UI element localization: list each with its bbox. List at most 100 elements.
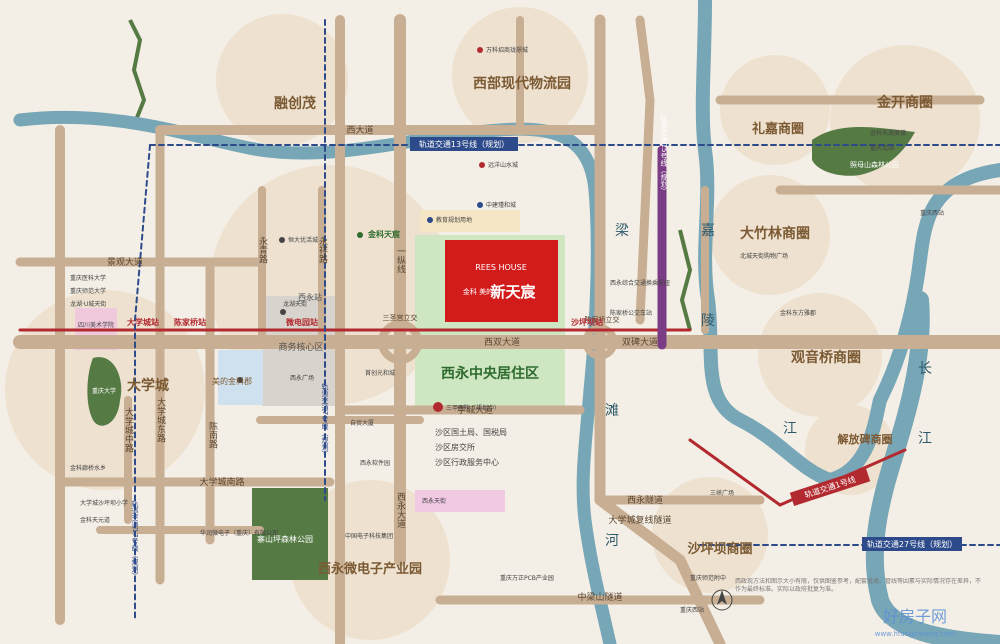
river-jialing xyxy=(695,0,1000,488)
poi-label: 三甲医院（规划中） xyxy=(446,404,500,412)
park-zhaomu xyxy=(812,127,915,176)
poi-dot xyxy=(357,232,363,238)
label-daxuecheng: 大学城 xyxy=(127,377,169,394)
poi-label: 远洋山水城 xyxy=(488,161,518,169)
rivers xyxy=(13,0,1000,644)
project-brand-small: 金科 美的 xyxy=(463,287,493,296)
poi-dot xyxy=(280,309,286,315)
project-rect[interactable] xyxy=(445,240,558,322)
poi-label: 重庆医科大学 xyxy=(70,274,106,282)
poi-cross xyxy=(433,402,443,412)
poi-label: 教育规划用地 xyxy=(436,216,472,224)
label-xida: 西大道 xyxy=(346,124,373,136)
label-shapingba: 沙坪坝商圈 xyxy=(687,541,752,557)
label-ling: 陵 xyxy=(701,313,715,329)
poi-label: 首创光和城 xyxy=(365,369,395,377)
poi-label: 西永广场 xyxy=(290,374,314,382)
label-xuecheng: 学城大道 xyxy=(457,404,493,416)
label-dx-zhong: 大学城中路 xyxy=(123,406,134,453)
poi-markers: 万科招商珑璟城 远洋山水城 中建瑾和城 教育规划用地 金科天宸 恒大优活城 龙湖… xyxy=(70,46,944,614)
poi-label: 重庆大学 xyxy=(92,387,116,395)
label-chennan: 陈南路 xyxy=(207,420,218,449)
label-st-shapingba: 沙坪坝站 xyxy=(571,317,603,327)
disclaimer-box: 西政现方法和图示大小有限，仅供图鉴参考，配套道路、管线等因素与实际情况存在差异，… xyxy=(735,578,982,593)
poi-label: 西永综合交通换乘枢纽 xyxy=(610,279,670,287)
poi-label: 北城天街购物广场 xyxy=(740,252,788,260)
interchange-chenjia xyxy=(582,324,618,360)
poi-label: 金科天宸 xyxy=(367,229,401,239)
poi-label: 华润微电子（重庆）有限公司 xyxy=(200,529,278,537)
north-arrow-icon xyxy=(711,589,733,611)
label-zhaomu: 照母山森林公园 xyxy=(850,160,899,169)
poi-label: 重庆西站 xyxy=(680,606,704,614)
label-line17: 轨道交通17号线（规划） xyxy=(131,500,139,580)
poi-label: 西永软件园 xyxy=(360,459,390,467)
poi-label: 重庆万正PCB产业园 xyxy=(500,574,554,582)
poi-label: 中国电子科技集团 xyxy=(345,532,393,540)
label-line7: 轨道交通7号线（规划） xyxy=(321,382,329,457)
park-daxuecheng xyxy=(87,357,122,426)
poi-label: 重庆西站 xyxy=(920,209,944,217)
label-xinhuan: 西永隧道 xyxy=(627,494,663,506)
circle-guanyinqiao xyxy=(758,293,882,417)
poi-label: 西永天街 xyxy=(422,497,446,505)
label-yongqing: 永青路 xyxy=(257,235,268,264)
disclaimer-text: 西政现方法和图示大小有限，仅供图鉴参考，配套道路、管线等因素与实际情况存在差异，… xyxy=(735,578,982,593)
mountain-jinyun xyxy=(128,19,147,121)
poi-label: 三峡广场 xyxy=(710,489,734,497)
label-dx-sui: 大学城复线隧道 xyxy=(608,514,671,526)
label-st-weidian: 微电园站 xyxy=(285,317,318,327)
label-xiyong-road: 西永大道 xyxy=(395,492,406,529)
label-jingguan: 景观大道 xyxy=(107,256,143,268)
roads xyxy=(13,14,1000,644)
mountain-gele xyxy=(678,229,693,331)
poi-dot xyxy=(427,217,433,223)
poi-dot xyxy=(237,377,243,383)
circle-dazhulin xyxy=(710,175,830,295)
label-jiang-r: 江 xyxy=(918,431,932,447)
rail-lines xyxy=(18,19,1000,621)
poi-label: 万科招商珑璟城 xyxy=(486,46,528,54)
watermark: 好房子网 xyxy=(883,607,947,626)
label-line13: 轨道交通13号线（规划） xyxy=(419,139,509,149)
project-name: 新天宸 xyxy=(490,283,536,301)
label-lijia: 礼嘉商圈 xyxy=(752,121,804,137)
road-labels: 西大道 西双大道 学城大道 大学城南路 景观大道 西永大道 一纵线 陈南路 永青… xyxy=(107,124,672,603)
poi-label: 四川美术学院 xyxy=(78,321,114,329)
poi-label: 重庆师范附中 xyxy=(690,574,726,582)
label-liang: 梁 xyxy=(615,223,629,239)
poi-label: 金科天湖美镇 xyxy=(870,129,906,137)
circle-lijia xyxy=(720,55,830,165)
label-guanyinqiao: 观音桥商圈 xyxy=(791,349,861,366)
project-block[interactable]: REES HOUSE 金科 美的 新天宸 xyxy=(445,240,558,322)
label-dx-dong: 大学城东路 xyxy=(155,396,166,443)
poi-dot xyxy=(479,162,485,168)
poi-dot xyxy=(477,47,483,53)
poi-label: 中建瑾和城 xyxy=(486,201,516,209)
rail1-tag xyxy=(789,467,871,507)
poi-label: 重庆师范大学 xyxy=(70,287,106,295)
block-xiyong-tianjie xyxy=(415,490,505,512)
label-st-xiyong: 西永站 xyxy=(298,292,322,302)
circle-weidian xyxy=(290,480,450,640)
label-xishuang: 西双大道 xyxy=(484,336,520,348)
label-st-chenjiaqiao: 陈家桥站 xyxy=(174,317,206,327)
river-changjiang xyxy=(865,291,1000,644)
label-jiefangbei: 解放碑商圈 xyxy=(838,432,893,446)
label-zhongliangshan: 中梁山隧道 xyxy=(577,591,622,603)
poi-label: 美的金科郡 xyxy=(212,376,252,386)
river-labels: 梁 滩 河 嘉 陵 江 长 江 xyxy=(605,223,932,549)
label-chenjia-lijiao: 陈家桥立交 xyxy=(585,315,620,324)
rail13-tag xyxy=(410,137,518,151)
circle-rongchuang xyxy=(216,14,348,146)
label-shuangbei: 双碑大道 xyxy=(622,336,658,348)
label-chang: 长 xyxy=(918,361,932,377)
watermark-url: www.hfangziwang.com xyxy=(875,630,956,638)
poi-label: 沙区国土局、国税局 xyxy=(435,427,507,437)
label-yongxiang: 永祥路 xyxy=(317,235,328,264)
rail-line-17 xyxy=(134,144,151,621)
poi-label: 恒大优活城 xyxy=(288,236,318,244)
road-ring xyxy=(635,15,655,325)
block-shangwu xyxy=(262,296,342,406)
